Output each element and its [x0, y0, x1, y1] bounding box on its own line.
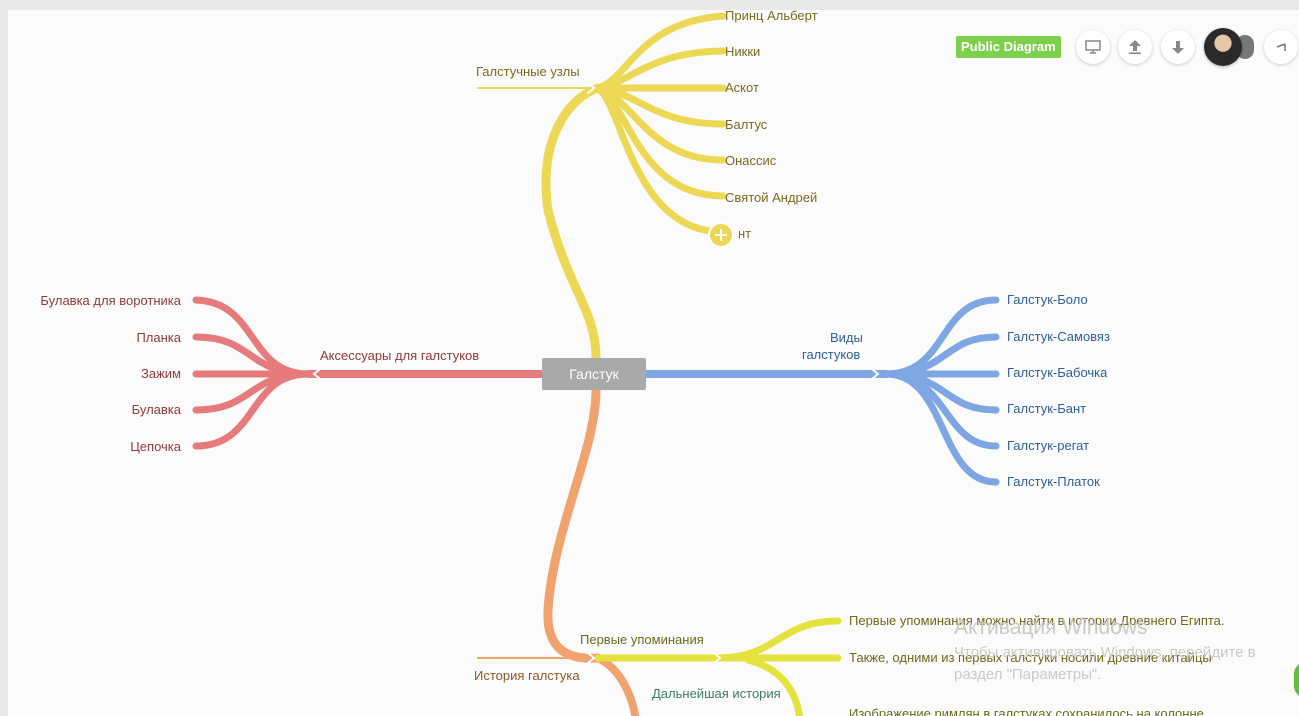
branch-types-title-line1[interactable]: Виды — [830, 330, 863, 345]
type-item[interactable]: Галстук-регат — [1007, 438, 1090, 453]
accessory-item[interactable]: Планка — [136, 330, 181, 345]
type-item[interactable]: Галстук-Бант — [1007, 401, 1087, 416]
history-sub1-title[interactable]: Первые упоминания — [580, 632, 704, 647]
knot-item[interactable]: Балтус — [725, 117, 768, 132]
knot-item[interactable]: Аскот — [725, 80, 759, 95]
knot-item[interactable]: Никки — [725, 44, 761, 59]
accessory-item[interactable]: Булавка для воротника — [40, 293, 181, 308]
public-diagram-badge[interactable]: Public Diagram — [956, 36, 1061, 58]
accessory-item[interactable]: Зажим — [141, 366, 181, 381]
type-item[interactable]: Галстук-Боло — [1007, 292, 1088, 307]
windows-activation-line: раздел "Параметры". — [954, 666, 1102, 683]
add-node-icon[interactable] — [708, 222, 734, 248]
branch-knots-title[interactable]: Галстучные узлы — [476, 64, 580, 79]
branch-types-title-line2[interactable]: галстуков — [802, 347, 861, 362]
type-item[interactable]: Галстук-Платок — [1007, 474, 1100, 489]
branch-history-title[interactable]: История галстука — [474, 668, 580, 683]
accessory-item[interactable]: Булавка — [131, 402, 181, 417]
type-item[interactable]: Галстук-Самовяз — [1007, 329, 1110, 344]
branch-accessories-title[interactable]: Аксессуары для галстуков — [320, 348, 480, 363]
diagram-canvas[interactable]: Галстук Галстучные узлы Принц Альберт Ни… — [8, 10, 1299, 716]
side-panel-toggle[interactable] — [1294, 662, 1299, 698]
history-sub2-title[interactable]: Дальнейшая история — [652, 686, 781, 701]
center-node[interactable]: Галстук — [542, 358, 646, 390]
knot-item[interactable]: Святой Андрей — [725, 190, 818, 205]
collapse-icon[interactable] — [1264, 30, 1298, 64]
knot-item[interactable]: нт — [738, 226, 752, 241]
presentation-icon[interactable] — [1076, 30, 1110, 64]
windows-activation-text: Чтобы активировать Windows, перейдите в … — [954, 642, 1256, 686]
history-sub2-item[interactable]: Изображение римлян в галстуках сохранило… — [849, 706, 1204, 716]
knot-item[interactable]: Онассис — [725, 153, 777, 168]
type-item[interactable]: Галстук-Бабочка — [1007, 365, 1108, 380]
windows-activation-line: Чтобы активировать Windows, перейдите в — [954, 644, 1256, 661]
history-sub1-item[interactable]: Первые упоминания можно найти в истории … — [849, 613, 1225, 628]
knot-item[interactable]: Принц Альберт — [725, 10, 818, 23]
download-icon[interactable] — [1161, 30, 1195, 64]
avatar[interactable] — [1204, 28, 1242, 66]
windows-activation-title: Активация Windows — [954, 616, 1148, 639]
upload-icon[interactable] — [1118, 30, 1152, 64]
history-sub1-item[interactable]: Также, одними из первых галстуки носили … — [849, 650, 1212, 665]
mindmap-connectors — [192, 12, 1000, 716]
accessory-item[interactable]: Цепочка — [130, 439, 181, 454]
